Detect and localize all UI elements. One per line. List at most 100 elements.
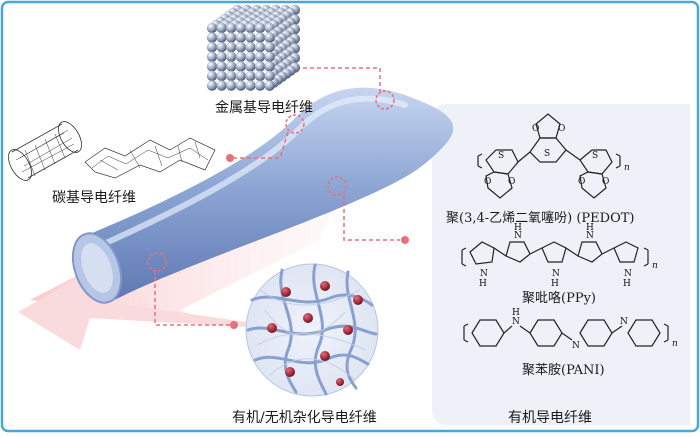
label-ppy: 聚吡咯(PPy) [522,291,596,306]
metal-sphere [206,42,218,53]
metal-sphere [206,32,218,43]
marker-metal [375,90,395,110]
metal-sphere [264,61,275,72]
marker-carbon [285,114,305,134]
pedot-repeat-n: n [624,163,630,173]
connector-dot-organic [401,236,409,244]
pedot-oxygen-6: O [602,177,609,187]
metal-sphere [245,51,256,62]
metal-sphere [226,22,237,34]
pedot-oxygen-4: O [558,124,565,134]
ppy-nh-5-h: H [623,279,631,289]
metal-sphere [226,51,237,62]
connector-dot-hybrid [230,321,238,329]
hybrid-mesh-illustration [245,263,379,397]
metal-sphere [245,70,256,82]
metal-sphere [254,70,266,82]
metal-sphere [245,42,256,53]
metal-sphere [235,51,246,62]
pedot-sulfur-2: S [544,149,550,159]
metal-sphere [254,32,266,43]
pedot-oxygen-3: O [532,124,539,134]
metal-sphere [206,61,218,72]
metal-sphere [245,61,256,72]
metal-sphere [226,70,237,82]
label-metal-fiber: 金属基导电纤维 [215,99,313,116]
pedot-oxygen-5: O [578,177,585,187]
metal-sphere [216,70,227,82]
pedot-sulfur-1: S [498,151,504,161]
metal-sphere [264,70,275,82]
ppy-nh-1-n: N [480,269,488,279]
label-pedot: 聚(3,4-乙烯二氧噻吩) (PEDOT) [446,210,634,226]
connector-lines [154,67,400,326]
metal-sphere [235,32,246,43]
ppy-repeat-n: n [652,261,658,271]
pedot-bracket-left [477,153,483,169]
metal-sphere [254,51,266,62]
carbon-illustration [8,121,216,181]
metal-sphere [206,80,218,91]
metal-sphere [235,42,246,53]
label-organic-fiber: 有机导电纤维 [508,410,592,426]
ppy-nh-2-h: H [514,223,522,233]
metal-sphere [235,80,246,91]
pedot-sulfur-3: S [592,151,598,161]
metal-sphere [206,51,218,62]
metal-sphere [235,70,246,82]
metal-sphere [254,80,266,91]
ppy-nh-2-n: N [514,231,522,241]
graphene-sheet-icon [84,137,216,179]
metal-sphere [216,32,227,43]
metal-sphere [216,42,227,53]
metal-sphere [226,32,237,43]
pani-n-2: N [572,341,580,351]
metal-sphere [235,61,246,72]
metal-sphere [206,22,218,34]
nanotube-icon [8,121,82,181]
pedot-bracket-right [615,153,621,169]
label-hybrid-fiber: 有机/无机杂化导电纤维 [232,410,377,426]
metal-sphere [245,80,256,91]
marker-organic [327,176,347,196]
pedot-oxygen-1: O [484,177,491,187]
fiber-tube [71,87,454,304]
pani-n-3: N [620,317,628,327]
ppy-structure [461,241,649,267]
ppy-nh-4-n: N [586,231,594,241]
metal-sphere [245,22,256,34]
metal-sphere [254,22,266,34]
ppy-nh-3-n: N [552,269,560,279]
pani-repeat-n: n [672,339,678,349]
ppy-nh-3-h: H [551,279,559,289]
pedot-oxygen-2: O [508,177,515,187]
pedot-structure [477,113,621,199]
label-pani: 聚苯胺(PANI) [522,363,605,378]
metal-sphere [216,22,227,34]
metal-sphere [216,61,227,72]
pani-n-1: N [512,317,520,327]
metal-sphere [235,22,246,34]
metal-sphere [226,80,237,91]
marker-hybrid [147,252,167,272]
metal-sphere [206,70,218,82]
metal-sphere [216,51,227,62]
connector-dot-carbon [226,154,234,162]
metal-sphere [226,61,237,72]
ppy-nh-1-h: H [479,279,487,289]
ppy-nh-5-n: N [624,269,632,279]
metal-cube-illustration [206,4,300,91]
metal-sphere [264,80,275,91]
metal-sphere [245,32,256,43]
metal-sphere [254,42,266,53]
pani-h-1: H [512,308,520,318]
metal-sphere [254,61,266,72]
pani-structure [463,319,669,347]
label-carbon-fiber: 碳基导电纤维 [52,189,136,206]
metal-sphere [226,42,237,53]
ppy-nh-4-h: H [586,223,594,233]
metal-sphere [264,42,275,53]
metal-sphere [216,80,227,91]
